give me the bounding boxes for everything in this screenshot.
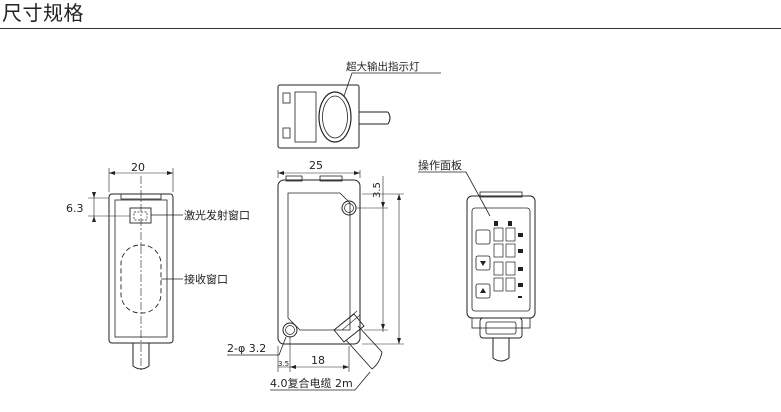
- cable-label: 4.0复合电缆 2m: [270, 376, 353, 390]
- front-width-dim: 25: [309, 159, 323, 172]
- top-view: 超大输出指示灯: [277, 60, 441, 149]
- receiver-window-label: 接收窗口: [184, 272, 228, 286]
- side-view: 20 6.3 激光发射窗口 接收窗口: [66, 161, 250, 372]
- side-offset-dim: 6.3: [66, 202, 84, 215]
- mode-button: [475, 229, 491, 245]
- mount-holes-label: 2-φ 3.2: [227, 342, 266, 355]
- emitter-window-label: 激光发射窗口: [184, 208, 250, 222]
- front-hole-spacing-dim: 18: [311, 354, 325, 367]
- operation-panel-label: 操作面板: [418, 158, 462, 172]
- output-indicator-lens: [318, 91, 352, 143]
- front-top-offset-dim: 3.5: [372, 182, 383, 198]
- front-bottom-offset-dim: 3.5: [278, 360, 289, 368]
- front-view: 25 3.5 3.5 18 2-φ 3.2 4.0复合电缆 2m: [227, 159, 404, 391]
- page-title: 尺寸规格: [2, 1, 84, 25]
- side-width-dim: 20: [131, 161, 145, 174]
- set-button: [475, 283, 491, 299]
- title-divider: [0, 28, 781, 29]
- down-button: [475, 255, 491, 271]
- panel-view: 操作面板: [418, 158, 536, 362]
- output-indicator-label: 超大输出指示灯: [346, 60, 420, 73]
